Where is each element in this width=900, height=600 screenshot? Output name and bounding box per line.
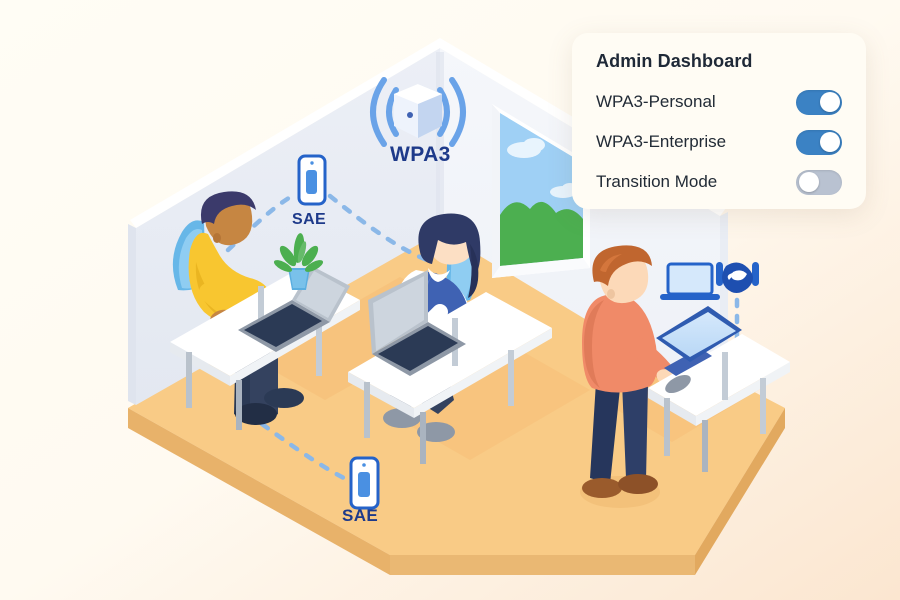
smartphone-icon-lower: [349, 456, 380, 510]
toggle-knob: [819, 132, 840, 152]
sae-label-upper: SAE: [292, 211, 327, 228]
dashed-links: [225, 193, 740, 485]
toggle-wpa3-enterprise[interactable]: [796, 129, 842, 155]
smartphone-icon-upper: [297, 154, 327, 206]
sae-label-lower: SAE: [342, 506, 379, 525]
toggle-wpa3-personal[interactable]: [796, 89, 842, 115]
setting-row-transition-mode: Transition Mode: [596, 165, 842, 199]
standing-worker-right: [580, 245, 790, 508]
setting-row-wpa3-personal: WPA3-Personal: [596, 85, 842, 119]
wifi-router-icon: [370, 77, 466, 147]
laptop-icon: [660, 262, 720, 300]
setting-label-wpa3-personal: WPA3-Personal: [596, 92, 716, 111]
toggle-transition-mode[interactable]: [796, 169, 842, 195]
wpa3-label: WPA3: [390, 143, 451, 166]
setting-row-wpa3-enterprise: WPA3-Enterprise: [596, 125, 842, 159]
toggle-knob: [798, 172, 819, 192]
wall-window: [492, 104, 590, 278]
seated-worker-center: [348, 213, 552, 464]
setting-label-transition-mode: Transition Mode: [596, 172, 718, 191]
toggle-knob: [819, 92, 840, 112]
seated-worker-left: [170, 191, 360, 430]
setting-label-wpa3-enterprise: WPA3-Enterprise: [596, 132, 727, 151]
admin-dashboard-panel: Admin Dashboard WPA3-Personal WPA3-Enter…: [572, 33, 866, 209]
admin-dashboard-title: Admin Dashboard: [596, 51, 753, 71]
handshake-icon: [716, 262, 759, 293]
